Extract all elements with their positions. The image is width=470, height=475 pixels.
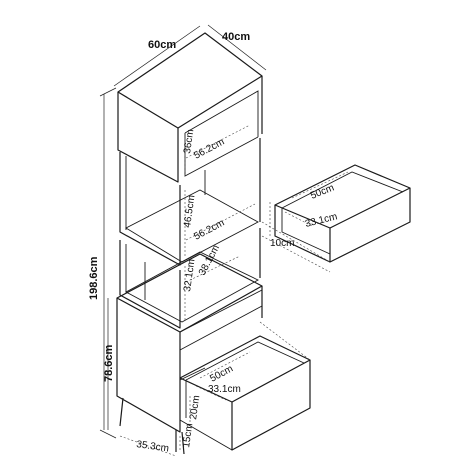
- top-box-inner-back: [184, 90, 259, 137]
- lower-shelf-board: [125, 251, 259, 323]
- dimension-labels: 60cm 40cm 198.6cm 78.6cm 36cm 56.2cm 46.…: [88, 31, 339, 455]
- lower-drawer-depth-label: 33.1cm: [208, 384, 241, 395]
- lower-drawer-inner: [185, 341, 305, 381]
- lower-drawer: [179, 335, 311, 451]
- top-box-front: [117, 92, 179, 183]
- upper-drawer-inner-wall: [281, 208, 331, 255]
- top-box-height-label: 36cm: [182, 129, 196, 155]
- upper-drawer-side: [274, 205, 331, 263]
- leg-left: [119, 397, 124, 427]
- upper-drawer-height-label: 10cm: [270, 238, 294, 249]
- lower-shelf-height-label: 32.1cm: [182, 258, 197, 292]
- upper-frame: [119, 138, 261, 266]
- dimension-lines: [99, 24, 349, 457]
- lower-drawer-side: [179, 378, 233, 451]
- lower-drawer-height-label: 20cm: [188, 395, 202, 421]
- lower-drawer-front: [231, 360, 311, 451]
- leg-height-label: 15cm: [181, 423, 195, 449]
- upper-drawer-top: [274, 164, 411, 229]
- top-box-lid: [117, 32, 263, 129]
- cabinet-height-label: 78.6cm: [103, 344, 115, 382]
- overall-width-label: 60cm: [148, 39, 176, 51]
- cabinet-side: [116, 298, 181, 433]
- top-box-inner-width-label: 56.2cm: [192, 137, 226, 162]
- cabinet-drawer-line: [179, 305, 263, 351]
- lower-frame-front: [119, 240, 181, 329]
- cabinet-rail: [179, 367, 206, 381]
- upper-drawer-depth-label: 33.1cm: [304, 211, 338, 230]
- overall-depth-label: 40cm: [222, 31, 250, 43]
- leg-front-2: [181, 431, 185, 455]
- upper-drawer-front: [329, 188, 411, 263]
- cabinet-top-front: [179, 289, 263, 333]
- upper-frame-front: [119, 152, 181, 266]
- middle-shelf-width-label: 56.2cm: [192, 218, 226, 243]
- upper-drawer: [274, 164, 411, 263]
- lower-drawer-top: [179, 335, 311, 403]
- lower-frame: [119, 228, 261, 329]
- top-box: [117, 32, 263, 183]
- middle-shelf-height-label: 46.5cm: [182, 194, 197, 228]
- overall-height-label: 198.6cm: [88, 256, 100, 300]
- leg-offset-label: 35.3cm: [136, 439, 170, 454]
- middle-shelf-board: [125, 189, 259, 263]
- upper-drawer-inner: [281, 171, 404, 209]
